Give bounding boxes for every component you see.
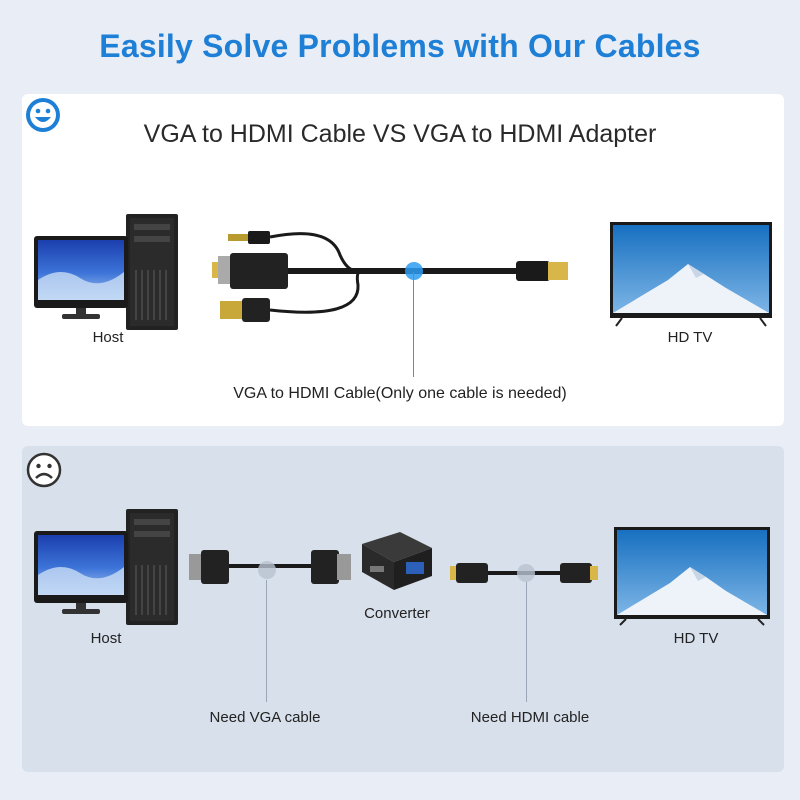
vga-cable-caption: Need VGA cable xyxy=(209,709,321,726)
hdmi-callout-line xyxy=(526,582,527,702)
vga-callout-line xyxy=(266,580,267,702)
host-computer-image xyxy=(34,509,178,625)
sad-face-icon xyxy=(26,452,62,488)
host-computer-image xyxy=(34,214,178,330)
headline: Easily Solve Problems with Our Cables xyxy=(99,28,701,64)
vga-to-hdmi-cable-image xyxy=(212,231,568,322)
happy-face-icon xyxy=(26,98,60,132)
highlight-line xyxy=(413,272,414,377)
converter-label: Converter xyxy=(364,605,430,622)
vga-cable-image xyxy=(189,550,351,584)
host-label: Host xyxy=(92,329,124,346)
hd-tv-label: HD TV xyxy=(673,630,719,647)
hd-tv-label: HD TV xyxy=(667,329,713,346)
host-label: Host xyxy=(90,630,122,647)
hd-tv-image xyxy=(610,222,772,327)
hd-tv-image xyxy=(614,527,770,626)
cable-caption: VGA to HDMI Cable(Only one cable is need… xyxy=(233,385,567,402)
converter-image xyxy=(362,532,432,590)
hdmi-cable-caption: Need HDMI cable xyxy=(470,709,590,726)
hdmi-cable-image xyxy=(450,563,598,583)
comparison-title: VGA to HDMI Cable VS VGA to HDMI Adapter xyxy=(143,120,657,148)
